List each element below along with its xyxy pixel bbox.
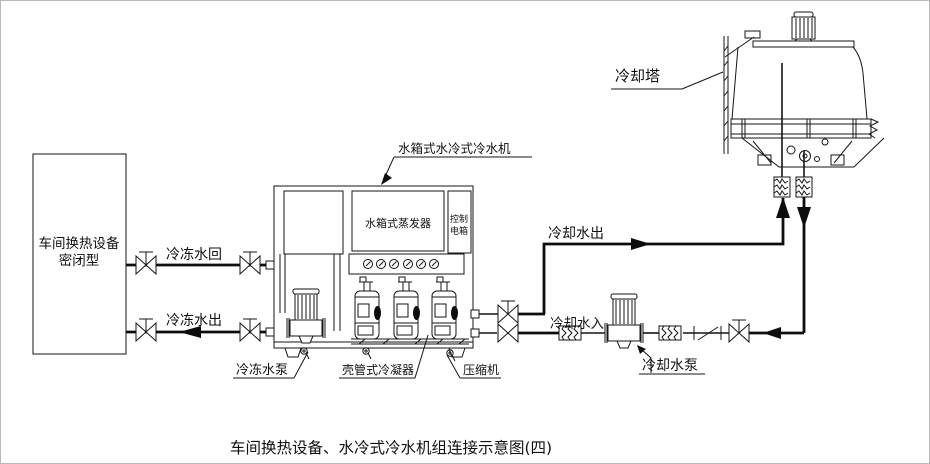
chilled-return-label: 冷冻水回	[166, 246, 222, 263]
workshop-box: 车间换热设备 密闭型	[32, 153, 127, 355]
valve	[240, 252, 260, 274]
cooling-tower-label: 冷却塔	[615, 67, 660, 85]
chiller-foot	[284, 347, 302, 358]
spring-damper-icon	[362, 347, 372, 360]
evaporator-label: 水箱式蒸发器	[365, 216, 431, 230]
flow-arrow-down-icon	[797, 207, 811, 228]
cooling-in-label: 冷却水入	[550, 316, 604, 332]
gauge-icon	[416, 259, 426, 269]
gauge-icon	[429, 259, 439, 269]
cooling-water-out-pipe	[479, 197, 790, 316]
valve	[240, 319, 260, 341]
compressor-unit	[391, 276, 421, 340]
leader-arrow-icon	[637, 345, 646, 354]
chiller-nozzle	[265, 327, 275, 337]
chiller-nozzle	[470, 328, 480, 338]
chiller-unit: 水箱式蒸发器 控制 电箱	[265, 185, 480, 362]
flow-arrow-up-icon	[776, 197, 790, 218]
valve	[498, 301, 518, 323]
compressor-label: 压缩机	[463, 362, 499, 377]
valve	[729, 320, 749, 342]
tower-ladder	[723, 30, 761, 154]
chilled-pump-label: 冷冻水泵	[236, 362, 288, 378]
cooling-water-in-pipe	[479, 196, 811, 339]
flex-connector	[773, 176, 791, 198]
workshop-box-label-line1: 车间换热设备	[39, 235, 120, 252]
cooling-pump-callout: 冷却水泵	[637, 345, 705, 375]
leader-arrow-icon	[381, 173, 392, 185]
valve	[136, 319, 156, 341]
tower-pan	[741, 137, 885, 168]
valve	[497, 323, 519, 343]
compressor-unit	[429, 276, 459, 340]
chilled-water-pump	[286, 288, 326, 344]
control-box-label-line2: 电箱	[450, 225, 468, 237]
condenser-label: 壳管式冷凝器	[342, 362, 414, 377]
compressor-callout: 压缩机	[446, 354, 501, 379]
diagram-caption: 车间换热设备、水冷式冷水机组连接示意图(四)	[230, 438, 552, 457]
workshop-box-label-line2: 密闭型	[59, 252, 100, 269]
cooling-out-label: 冷却水出	[548, 226, 604, 242]
evaporator: 水箱式蒸发器	[351, 190, 445, 252]
flex-connector	[795, 176, 813, 198]
flow-arrow-left-icon	[763, 327, 781, 339]
cooling-tower-callout: 冷却塔	[611, 67, 724, 90]
gauge-icon	[389, 259, 399, 269]
flow-arrow-right-icon	[631, 238, 651, 250]
flex-connector	[658, 325, 682, 341]
tower-basin	[730, 118, 880, 139]
chiller-callout: 水箱式水冷式冷水机	[381, 141, 532, 185]
control-box-label-line1: 控制	[450, 213, 468, 225]
spring-damper-icon	[446, 349, 456, 362]
internal-piping	[279, 254, 341, 331]
chiller-label: 水箱式水冷式冷水机	[398, 141, 511, 156]
gauge-panel	[348, 253, 465, 275]
control-box: 控制 电箱	[447, 190, 472, 254]
gauge-icon	[363, 259, 373, 269]
tower-body	[731, 46, 868, 120]
chilled-pump-callout: 冷冻水泵	[233, 351, 309, 379]
gauge-icon	[403, 259, 413, 269]
flow-arrow-left-icon	[179, 326, 201, 338]
cooling-water-pump	[604, 293, 644, 349]
mounting-rail	[351, 338, 469, 345]
chiller-nozzle	[265, 260, 275, 270]
chiller-nozzle	[470, 309, 480, 319]
check-valve	[693, 326, 722, 341]
chilled-out-label: 冷冻水出	[166, 312, 222, 329]
condenser-callout: 壳管式冷凝器	[339, 334, 429, 379]
cooling-pump-label: 冷却水泵	[642, 358, 698, 374]
tower-fan-motor	[791, 11, 816, 42]
valve	[136, 252, 156, 274]
gauge-icon	[376, 259, 386, 269]
compressor-unit	[352, 276, 382, 340]
cooling-tower	[723, 11, 885, 198]
water-tank	[283, 190, 344, 255]
